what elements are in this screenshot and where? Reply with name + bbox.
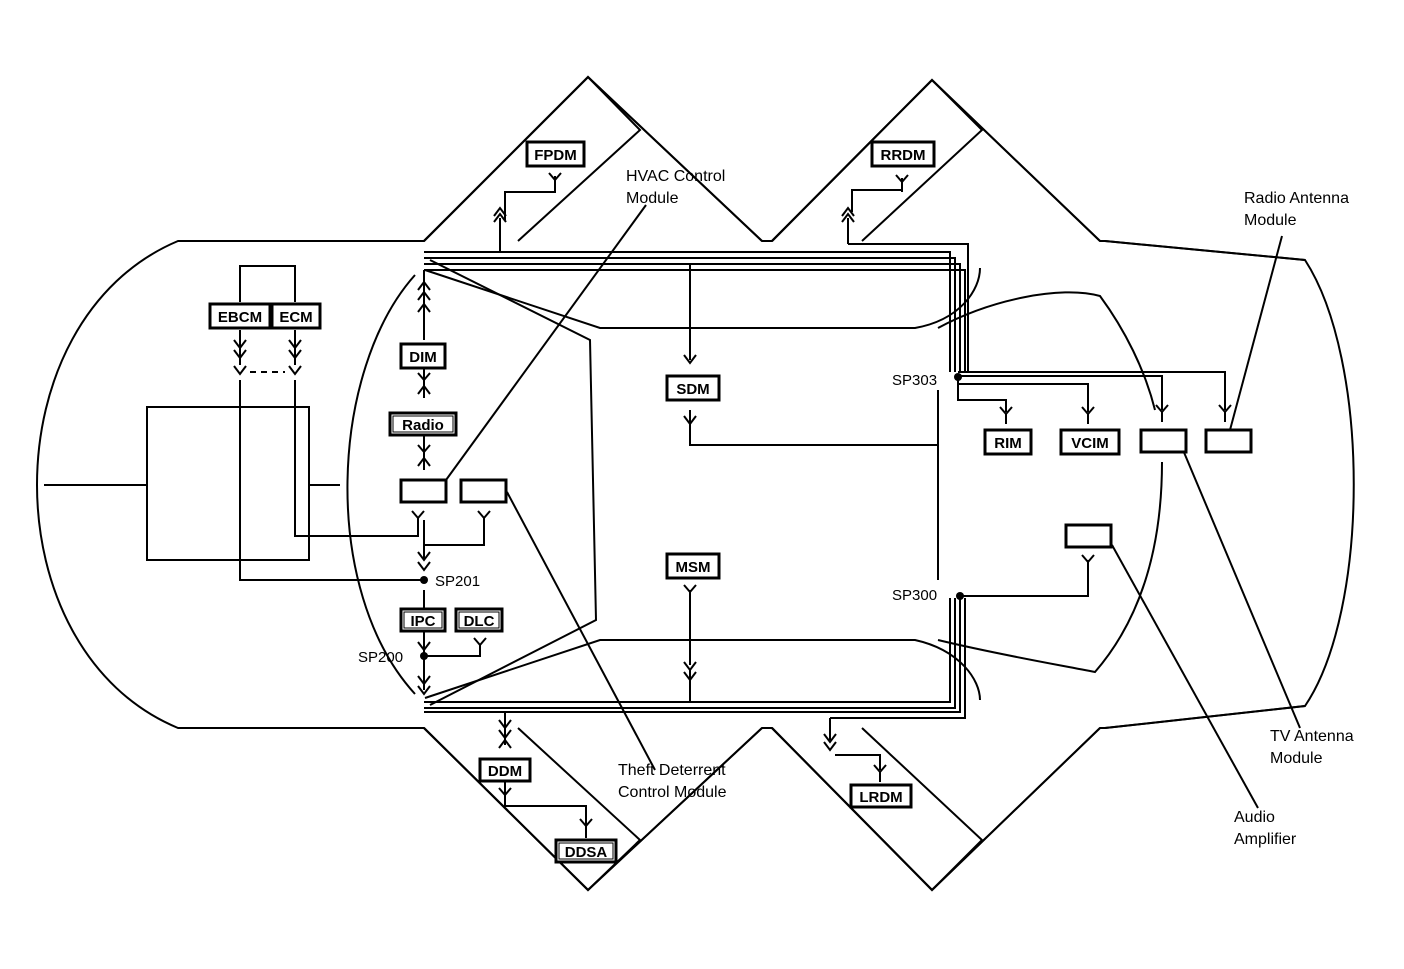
splice-labels: SP201 SP200 SP303 SP300 bbox=[358, 372, 937, 666]
module-ecm[interactable]: ECM bbox=[270, 302, 322, 330]
module-label: ECM bbox=[279, 309, 312, 326]
callout-labels: HVAC Control Module Theft Deterrent Cont… bbox=[618, 168, 1358, 848]
module-label: RIM bbox=[994, 435, 1022, 452]
module-rrdm[interactable]: RRDM bbox=[870, 140, 936, 168]
module-label: DDSA bbox=[565, 844, 608, 861]
splice-dot-sp200 bbox=[420, 652, 428, 660]
splice-label-sp200: SP200 bbox=[358, 649, 403, 666]
splice-points bbox=[420, 373, 964, 660]
splice-dot-sp201 bbox=[420, 576, 428, 584]
splice-dot-sp303 bbox=[954, 373, 962, 381]
module-radio-antenna[interactable] bbox=[1204, 428, 1253, 454]
module-ebcm[interactable]: EBCM bbox=[208, 302, 272, 330]
module-ddsa[interactable]: DDSA bbox=[554, 838, 618, 864]
module-audio-amplifier[interactable] bbox=[1064, 523, 1113, 549]
connector-glyphs bbox=[233, 172, 1232, 837]
module-rim[interactable]: RIM bbox=[983, 428, 1033, 456]
module-label: RRDM bbox=[881, 147, 926, 164]
module-label: MSM bbox=[676, 559, 711, 576]
module-hvac-control[interactable] bbox=[399, 478, 448, 504]
callout-radio-antenna-module: Radio Antenna Module bbox=[1244, 190, 1353, 229]
module-ipc[interactable]: IPC bbox=[399, 607, 447, 633]
module-radio[interactable]: Radio bbox=[388, 411, 458, 437]
module-label: Radio bbox=[402, 417, 444, 434]
callout-theft-deterrent-control-module: Theft Deterrent Control Module bbox=[618, 762, 730, 801]
callout-hvac-control-module: HVAC Control Module bbox=[626, 168, 730, 207]
module-label: DDM bbox=[488, 763, 522, 780]
module-boxes: FPDM RRDM EBCM ECM DIM Radio bbox=[208, 140, 1253, 864]
module-dlc[interactable]: DLC bbox=[454, 607, 504, 633]
module-label: SDM bbox=[676, 381, 709, 398]
module-label: DIM bbox=[409, 349, 437, 366]
module-lrdm[interactable]: LRDM bbox=[849, 783, 913, 809]
engine-compartment bbox=[146, 406, 310, 561]
splice-label-sp201: SP201 bbox=[435, 573, 480, 590]
module-sdm[interactable]: SDM bbox=[665, 374, 721, 402]
module-theft-deterrent[interactable] bbox=[459, 478, 508, 504]
module-label: VCIM bbox=[1071, 435, 1109, 452]
module-fpdm[interactable]: FPDM bbox=[525, 140, 586, 168]
module-label: DLC bbox=[464, 613, 495, 630]
splice-dot-sp300 bbox=[956, 592, 964, 600]
module-msm[interactable]: MSM bbox=[665, 552, 721, 580]
callout-tv-antenna-module: TV Antenna Module bbox=[1270, 728, 1358, 767]
module-label: FPDM bbox=[534, 147, 577, 164]
callout-audio-amplifier: Audio Amplifier bbox=[1234, 809, 1297, 848]
module-tv-antenna[interactable] bbox=[1139, 428, 1188, 454]
vehicle-body-outline bbox=[36, 75, 1355, 892]
module-label: LRDM bbox=[859, 789, 902, 806]
module-label: IPC bbox=[410, 613, 435, 630]
splice-label-sp300: SP300 bbox=[892, 587, 937, 604]
module-ddm[interactable]: DDM bbox=[478, 757, 532, 783]
splice-label-sp303: SP303 bbox=[892, 372, 937, 389]
module-label: EBCM bbox=[218, 309, 262, 326]
wiring-harness bbox=[239, 176, 1301, 838]
module-vcim[interactable]: VCIM bbox=[1059, 428, 1121, 456]
module-dim[interactable]: DIM bbox=[399, 342, 447, 370]
